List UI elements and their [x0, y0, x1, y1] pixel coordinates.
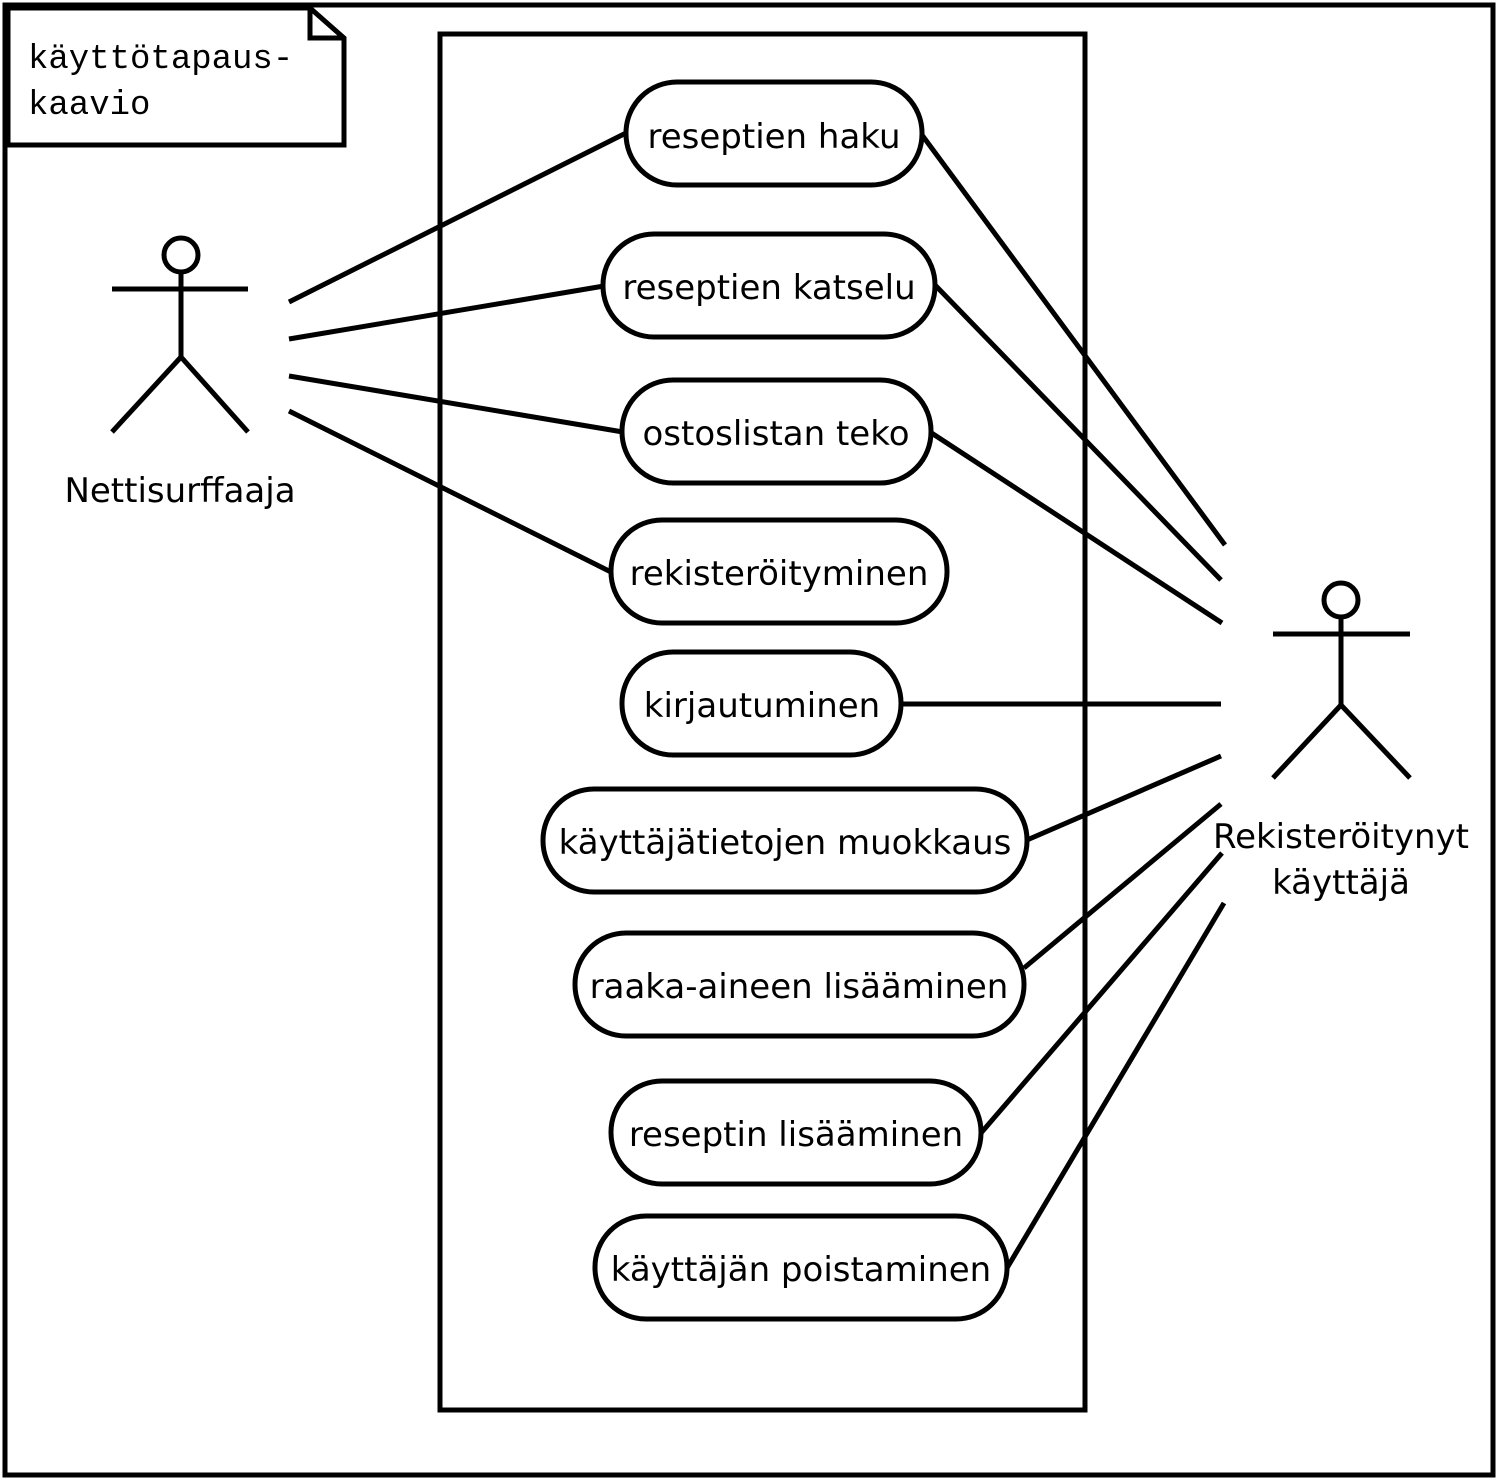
association-line	[919, 133, 1228, 547]
association-line	[979, 851, 1224, 1135]
stick-figure-icon	[1271, 580, 1412, 780]
actor-rekisteroitynyt-kayttaja: Rekisteröitynyt käyttäjä	[1213, 580, 1469, 903]
actor-leg-left	[1271, 703, 1343, 780]
actor-label-line-1: Rekisteröitynyt	[1213, 817, 1469, 857]
left-associations	[287, 129, 630, 575]
use-case-shape	[619, 377, 934, 486]
association-line	[287, 408, 613, 575]
use-case-shape	[540, 786, 1030, 895]
use-case-kayttajan-poistaminen: käyttäjän poistaminen	[592, 1213, 1010, 1322]
use-case-shape	[608, 517, 950, 626]
use-case-label: reseptien katselu	[622, 268, 915, 308]
association-line	[1022, 802, 1223, 970]
use-case-kirjautuminen: kirjautuminen	[619, 649, 904, 758]
use-case-label: reseptin lisääminen	[629, 1115, 963, 1155]
note-fold	[307, 8, 344, 41]
use-case-label: käyttäjätietojen muokkaus	[559, 823, 1012, 863]
stick-figure-icon	[110, 235, 250, 434]
use-case-reseptien-haku: reseptien haku	[623, 79, 925, 188]
association-line	[1026, 753, 1222, 843]
right-associations	[902, 133, 1228, 1270]
use-case-label: kirjautuminen	[644, 686, 880, 726]
actor-head	[1321, 580, 1361, 620]
actor-label-line-2: käyttäjä	[1272, 863, 1410, 903]
use-case-kayttajatietojen-muokkaus: käyttäjätietojen muokkaus	[540, 786, 1030, 895]
association-line	[1004, 901, 1227, 1270]
use-case-label: rekisteröityminen	[630, 554, 929, 594]
use-case-label: reseptien haku	[648, 117, 901, 157]
diagram-note: käyttötapaus- kaavio	[5, 5, 347, 148]
actor-leg-right	[1339, 703, 1412, 780]
use-case-shape	[608, 1078, 984, 1187]
note-line-1: käyttötapaus-	[28, 41, 293, 79]
association-line	[287, 129, 630, 305]
use-case-label: ostoslistan teko	[642, 414, 909, 454]
actor-label: Nettisurffaaja	[64, 471, 295, 511]
use-case-rekisteroityminen: rekisteröityminen	[608, 517, 950, 626]
use-case-shape	[600, 231, 938, 340]
use-case-shape	[623, 79, 925, 188]
association-line	[288, 283, 605, 342]
use-case-shape	[572, 930, 1027, 1039]
note-line-2: kaavio	[28, 87, 150, 125]
actor-head	[161, 235, 201, 275]
note-shape	[5, 5, 347, 148]
use-case-shape	[592, 1213, 1010, 1322]
system-boundary	[437, 31, 1088, 1413]
use-case-ostoslistan-teko: ostoslistan teko	[619, 377, 934, 486]
association-line	[933, 283, 1223, 582]
use-case-label: käyttäjän poistaminen	[611, 1250, 991, 1290]
use-case-reseptien-katselu: reseptien katselu	[600, 231, 938, 340]
use-case-label: raaka-aineen lisääminen	[590, 967, 1009, 1007]
use-case-shape	[619, 649, 904, 758]
use-case-raaka-aineen-lisaaminen: raaka-aineen lisääminen	[572, 930, 1027, 1039]
association-line	[288, 373, 624, 435]
association-line	[928, 429, 1224, 626]
actor-leg-left	[110, 355, 183, 434]
actor-nettisurffaaja: Nettisurffaaja	[64, 235, 296, 511]
use-case-reseptin-lisaaminen: reseptin lisääminen	[608, 1078, 984, 1187]
actor-leg-right	[179, 355, 250, 434]
